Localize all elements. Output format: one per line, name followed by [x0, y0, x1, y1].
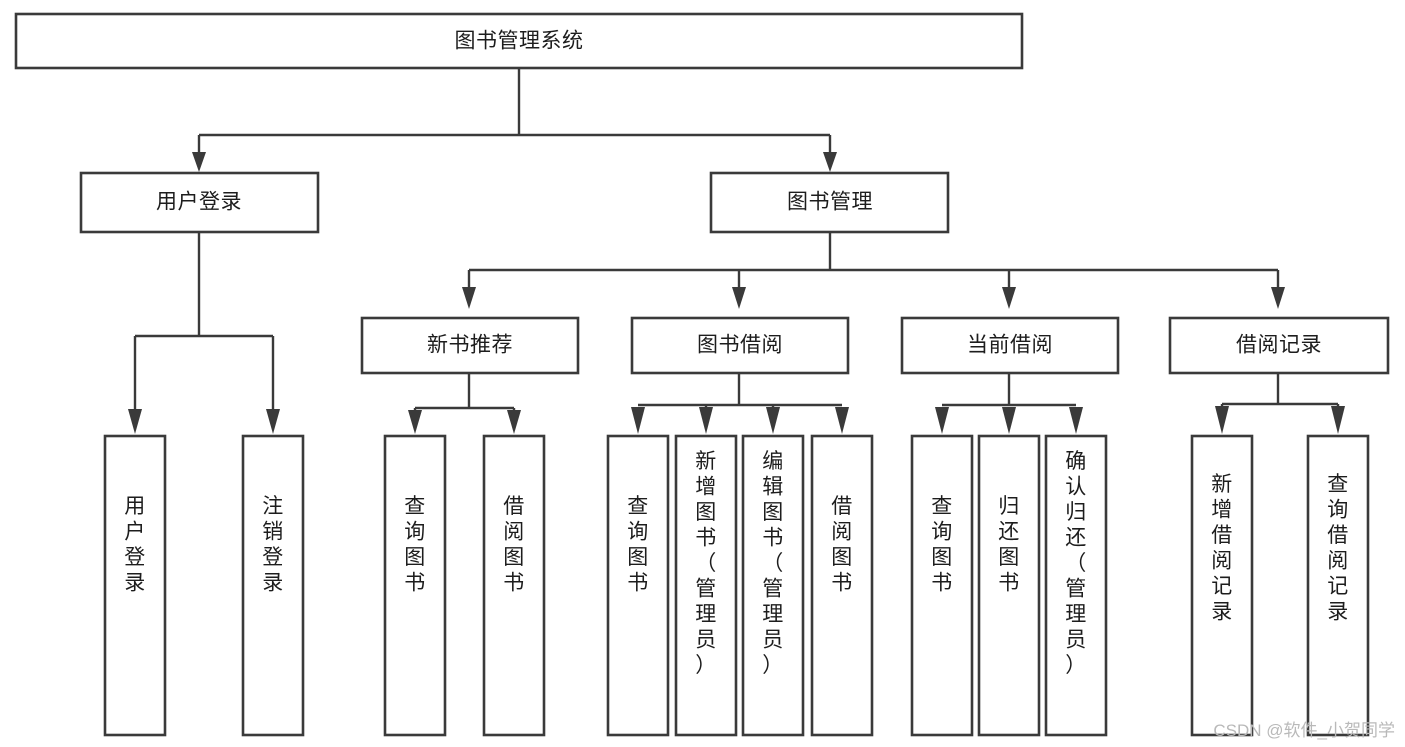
node-leaf-confirm-return-label: 确认归还（管理员）	[1065, 450, 1087, 677]
arrow-to-current-borrow-icon	[1002, 287, 1016, 309]
node-leaf-add-book[interactable]: 新增图书（管理员）	[674, 434, 738, 737]
connector-borrowrecord-to-leaves	[1215, 373, 1345, 434]
node-leaf-query-book-1[interactable]: 查询图书	[383, 434, 447, 737]
node-leaf-confirm-return[interactable]: 确认归还（管理员）	[1044, 434, 1108, 737]
node-leaf-confirm-return-box[interactable]	[1044, 434, 1108, 737]
csdn-watermark: CSDN @软件_小贺同学	[1213, 721, 1395, 740]
node-leaf-add-book-label: 新增图书（管理员）	[695, 450, 717, 677]
node-borrow-record-box[interactable]	[1168, 316, 1390, 375]
node-borrow-record[interactable]: 借阅记录	[1168, 316, 1390, 375]
arrow-to-borrow-record-icon	[1271, 287, 1285, 309]
node-leaf-query-book-2-label: 查询图书	[627, 495, 649, 595]
node-leaf-borrow-book-1-box[interactable]	[482, 434, 546, 737]
node-user-login[interactable]: 用户登录	[79, 171, 320, 234]
arrow-to-new-book-icon	[462, 287, 476, 309]
node-leaf-edit-book-box[interactable]	[741, 434, 805, 737]
node-leaf-user-login-label: 用户登录	[124, 495, 146, 595]
node-leaf-borrow-book-1[interactable]: 借阅图书	[482, 434, 546, 737]
connector-root-to-level2	[192, 68, 837, 172]
node-current-borrow-box[interactable]	[900, 316, 1120, 375]
node-root-label: 图书管理系统	[455, 30, 584, 53]
node-leaf-logout-login[interactable]: 注销登录	[241, 434, 305, 737]
node-book-management[interactable]: 图书管理	[709, 171, 950, 234]
node-book-borrow-label: 图书借阅	[697, 334, 783, 357]
node-leaf-logout-login-label: 注销登录	[262, 495, 284, 595]
arrow-leaf-user-login-icon	[128, 409, 142, 434]
node-root[interactable]: 图书管理系统	[14, 12, 1024, 70]
arrow-leaf-query-book-1-icon	[408, 410, 422, 434]
arrow-leaf-confirm-return-icon	[1069, 407, 1083, 434]
node-leaf-edit-book-label: 编辑图书（管理员）	[762, 450, 784, 677]
node-leaf-borrow-book-2-box[interactable]	[810, 434, 874, 737]
connector-bookmanagement-to-level3	[462, 232, 1285, 309]
node-leaf-query-book-3[interactable]: 查询图书	[910, 434, 974, 737]
arrow-to-book-borrow-icon	[732, 287, 746, 309]
node-leaf-query-book-1-label: 查询图书	[404, 495, 426, 595]
connector-userlogin-to-leaves	[128, 232, 280, 434]
node-root-box[interactable]	[14, 12, 1024, 70]
node-leaf-query-record[interactable]: 查询借阅记录	[1306, 434, 1370, 737]
node-leaf-query-book-3-box[interactable]	[910, 434, 974, 737]
arrow-leaf-add-book-icon	[699, 407, 713, 434]
node-new-book-recommend[interactable]: 新书推荐	[360, 316, 580, 375]
arrow-leaf-query-book-3-icon	[935, 407, 949, 434]
node-new-book-recommend-label: 新书推荐	[427, 334, 513, 357]
node-leaf-borrow-book-2-label: 借阅图书	[831, 495, 853, 595]
node-leaf-query-record-box[interactable]	[1306, 434, 1370, 737]
node-user-login-label: 用户登录	[156, 191, 242, 214]
node-book-borrow[interactable]: 图书借阅	[630, 316, 850, 375]
arrow-leaf-borrow-book-1-icon	[507, 410, 521, 434]
arrow-leaf-edit-book-icon	[766, 407, 780, 434]
node-leaf-borrow-book-2[interactable]: 借阅图书	[810, 434, 874, 737]
node-new-book-recommend-box[interactable]	[360, 316, 580, 375]
node-leaf-return-book-box[interactable]	[977, 434, 1041, 737]
node-borrow-record-label: 借阅记录	[1236, 334, 1322, 357]
node-leaf-user-login-box[interactable]	[103, 434, 167, 737]
arrow-to-user-login-icon	[192, 152, 206, 172]
node-leaf-add-record-label: 新增借阅记录	[1211, 473, 1233, 624]
node-leaf-user-login[interactable]: 用户登录	[103, 434, 167, 737]
node-current-borrow-label: 当前借阅	[967, 334, 1053, 357]
arrow-leaf-return-book-icon	[1002, 407, 1016, 434]
node-book-borrow-box[interactable]	[630, 316, 850, 375]
node-leaf-query-book-2-box[interactable]	[606, 434, 670, 737]
node-leaf-add-record[interactable]: 新增借阅记录	[1190, 434, 1254, 737]
node-book-management-box[interactable]	[709, 171, 950, 234]
node-leaf-return-book-label: 归还图书	[998, 495, 1020, 595]
node-current-borrow[interactable]: 当前借阅	[900, 316, 1120, 375]
node-leaf-edit-book[interactable]: 编辑图书（管理员）	[741, 434, 805, 737]
node-leaf-query-book-1-box[interactable]	[383, 434, 447, 737]
connector-newbook-to-leaves	[408, 373, 521, 434]
connector-currentborrow-to-leaves	[935, 373, 1083, 434]
node-leaf-query-book-2[interactable]: 查询图书	[606, 434, 670, 737]
node-leaf-logout-login-box[interactable]	[241, 434, 305, 737]
node-leaf-add-record-box[interactable]	[1190, 434, 1254, 737]
node-leaf-borrow-book-1-label: 借阅图书	[503, 495, 525, 595]
node-leaf-query-book-3-label: 查询图书	[931, 495, 953, 595]
node-leaf-return-book[interactable]: 归还图书	[977, 434, 1041, 737]
node-user-login-box[interactable]	[79, 171, 320, 234]
arrow-leaf-borrow-book-2-icon	[835, 407, 849, 434]
node-leaf-add-book-box[interactable]	[674, 434, 738, 737]
connector-bookborrow-to-leaves	[631, 373, 849, 434]
arrow-to-book-management-icon	[823, 152, 837, 172]
arrow-leaf-logout-login-icon	[266, 409, 280, 434]
arrow-leaf-query-book-2-icon	[631, 407, 645, 434]
node-leaf-query-record-label: 查询借阅记录	[1327, 473, 1349, 624]
node-book-management-label: 图书管理	[787, 191, 873, 214]
arrow-leaf-query-record-icon	[1331, 406, 1345, 434]
arrow-leaf-add-record-icon	[1215, 406, 1229, 434]
